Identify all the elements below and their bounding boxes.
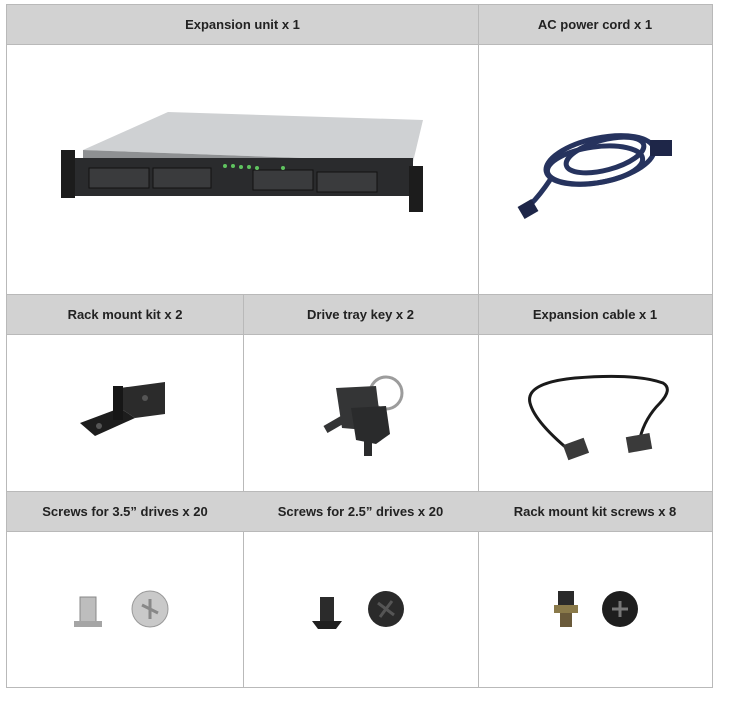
power-cord-icon [517,132,672,219]
rack-screws-cell [478,532,712,687]
header-expansion-unit: Expansion unit x 1 [7,5,478,45]
expansion-cable-icon [528,374,669,461]
screws-3-5-cell [7,532,243,687]
expansion-unit-icon [60,111,423,212]
rack-screw-icon [554,590,638,627]
screws-2-5-cell [243,532,478,687]
label-ac-power-cord: AC power cord x 1 [537,17,653,32]
label-screws-2-5: Screws for 2.5” drives x 20 [277,504,444,519]
package-contents-table: Expansion unit x 1 AC power cord x 1 [6,4,713,688]
header-rack-screws: Rack mount kit screws x 8 [478,492,712,532]
rack-mount-kit-cell [7,335,243,491]
drive-tray-key-icon [322,375,403,456]
screw-2-5-icon [311,590,404,629]
label-screws-3-5: Screws for 3.5” drives x 20 [42,504,208,519]
drive-tray-key-cell [243,335,478,491]
header-screws-2-5: Screws for 2.5” drives x 20 [243,492,478,532]
header-screws-3-5: Screws for 3.5” drives x 20 [7,492,243,532]
header-drive-tray-key: Drive tray key x 2 [243,295,478,335]
header-rack-mount-kit: Rack mount kit x 2 [7,295,243,335]
header-ac-power-cord: AC power cord x 1 [478,5,712,45]
label-rack-screws: Rack mount kit screws x 8 [513,504,677,519]
header-expansion-cable: Expansion cable x 1 [478,295,712,335]
expansion-cable-cell [478,335,712,491]
rack-mount-bracket-icon [80,382,165,436]
label-expansion-cable: Expansion cable x 1 [532,307,658,322]
label-expansion-unit: Expansion unit x 1 [185,17,300,32]
label-drive-tray-key: Drive tray key x 2 [307,307,414,322]
expansion-unit-cell [7,45,478,294]
label-rack-mount-kit: Rack mount kit x 2 [67,307,183,322]
screw-3-5-icon [74,590,169,627]
power-cord-cell [478,45,712,294]
